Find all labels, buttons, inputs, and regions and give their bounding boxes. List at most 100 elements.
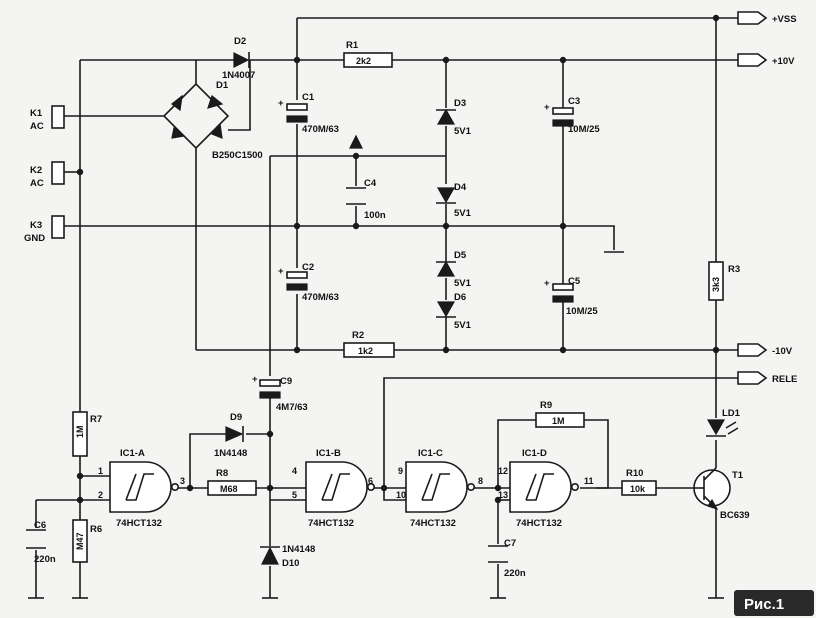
zener-d6: D6 5V1 <box>436 292 472 331</box>
resistor-r9: 1M R9 <box>535 400 585 428</box>
svg-text:R7: R7 <box>90 414 102 425</box>
svg-text:9: 9 <box>398 466 403 476</box>
svg-text:R2: R2 <box>352 330 364 341</box>
svg-text:R8: R8 <box>216 468 228 479</box>
resistor-r3: 3k3 R3 <box>708 261 740 301</box>
svg-text:5V1: 5V1 <box>454 320 472 331</box>
svg-text:IC1-B: IC1-B <box>316 448 341 459</box>
svg-text:220n: 220n <box>504 568 526 579</box>
svg-text:220n: 220n <box>34 554 56 565</box>
svg-text:1M: 1M <box>75 425 85 438</box>
svg-text:B250C1500: B250C1500 <box>212 150 263 161</box>
resistor-r1: 2k2 R1 <box>343 40 393 68</box>
diode-d9: D9 1N4148 <box>214 412 247 459</box>
svg-text:470M/63: 470M/63 <box>302 124 339 135</box>
svg-text:11: 11 <box>584 476 594 486</box>
svg-text:470M/63: 470M/63 <box>302 292 339 303</box>
terminal-k2: K2 AC <box>30 161 65 189</box>
capacitor-c3: + C3 10M/25 <box>544 96 600 135</box>
svg-text:13: 13 <box>498 490 508 500</box>
svg-text:+10V: +10V <box>772 56 795 67</box>
svg-text:K1: K1 <box>30 108 43 119</box>
svg-text:5V1: 5V1 <box>454 208 472 219</box>
svg-text:1N4148: 1N4148 <box>282 544 315 555</box>
svg-text:C9: C9 <box>280 376 292 387</box>
svg-text:C1: C1 <box>302 92 315 103</box>
svg-text:+: + <box>252 374 258 385</box>
svg-text:D4: D4 <box>454 182 467 193</box>
svg-text:GND: GND <box>24 233 45 244</box>
svg-text:1: 1 <box>98 466 103 476</box>
zener-d4: D4 5V1 <box>436 182 472 219</box>
gate-ic1-a: IC1-A 74HCT132 1 2 3 <box>98 448 185 529</box>
svg-text:10M/25: 10M/25 <box>568 124 600 135</box>
svg-text:6: 6 <box>368 476 373 486</box>
svg-text:IC1-C: IC1-C <box>418 448 443 459</box>
svg-text:74HCT132: 74HCT132 <box>116 518 162 529</box>
resistor-r10: 10k R10 <box>621 468 657 496</box>
capacitor-c7: C7 220n <box>488 538 526 579</box>
svg-text:5V1: 5V1 <box>454 278 472 289</box>
svg-text:D2: D2 <box>234 36 246 47</box>
svg-text:LD1: LD1 <box>722 408 741 419</box>
svg-text:3k3: 3k3 <box>711 277 721 292</box>
svg-text:D5: D5 <box>454 250 467 261</box>
svg-text:8: 8 <box>478 476 483 486</box>
svg-text:D6: D6 <box>454 292 466 303</box>
svg-text:1M: 1M <box>552 416 565 426</box>
svg-text:1k2: 1k2 <box>358 346 373 356</box>
svg-text:R3: R3 <box>728 264 740 275</box>
bridge-rectifier-d1: D1 B250C1500 <box>162 80 263 176</box>
svg-text:D9: D9 <box>230 412 242 423</box>
svg-text:R1: R1 <box>346 40 359 51</box>
svg-text:5V1: 5V1 <box>454 126 472 137</box>
resistor-r8: M68 R8 <box>207 468 257 496</box>
svg-text:C3: C3 <box>568 96 580 107</box>
svg-text:IC1-D: IC1-D <box>522 448 547 459</box>
svg-text:C5: C5 <box>568 276 581 287</box>
diode-d10: 1N4148 D10 <box>260 544 315 569</box>
svg-text:5: 5 <box>292 490 297 500</box>
svg-text:2k2: 2k2 <box>356 56 371 66</box>
terminal-k1: K1 AC <box>30 105 65 132</box>
transistor-t1: T1 BC639 <box>693 467 750 521</box>
svg-text:74HCT132: 74HCT132 <box>308 518 354 529</box>
capacitor-c4: C4 100n <box>346 178 386 221</box>
connector-minus-10v: -10V <box>737 343 793 357</box>
led-ld1: LD1 <box>706 408 741 437</box>
gate-ic1-d: IC1-D 74HCT132 12 13 11 <box>498 448 594 529</box>
svg-text:4M7/63: 4M7/63 <box>276 402 308 413</box>
svg-text:4: 4 <box>292 466 297 476</box>
connector-vss: +VSS <box>737 11 797 25</box>
connector-plus-10v: +10V <box>737 53 795 67</box>
capacitor-c1: + C1 470M/63 <box>278 92 339 135</box>
gate-ic1-c: IC1-C 74HCT132 9 10 8 <box>396 448 483 529</box>
connector-rele: RELE <box>737 371 797 385</box>
zener-d5: D5 5V1 <box>436 250 472 289</box>
svg-text:D3: D3 <box>454 98 466 109</box>
svg-text:12: 12 <box>498 466 508 476</box>
svg-text:+VSS: +VSS <box>772 14 797 25</box>
svg-text:D1: D1 <box>216 80 229 91</box>
svg-text:C7: C7 <box>504 538 516 549</box>
svg-text:AC: AC <box>30 178 44 189</box>
resistor-r7: 1M R7 <box>72 411 102 457</box>
svg-text:-10V: -10V <box>772 346 793 357</box>
svg-text:K2: K2 <box>30 165 42 176</box>
reference-triangle-icon <box>349 134 363 149</box>
svg-text:M68: M68 <box>220 484 238 494</box>
terminal-k3: K3 GND <box>24 215 65 244</box>
svg-text:74HCT132: 74HCT132 <box>410 518 456 529</box>
svg-text:+: + <box>278 98 284 109</box>
capacitor-c2: + C2 470M/63 <box>278 262 339 303</box>
svg-text:IC1-A: IC1-A <box>120 448 145 459</box>
svg-text:C6: C6 <box>34 520 46 531</box>
svg-text:T1: T1 <box>732 470 744 481</box>
svg-text:C2: C2 <box>302 262 314 273</box>
svg-text:BC639: BC639 <box>720 510 750 521</box>
capacitor-c9: + C9 4M7/63 <box>252 374 308 413</box>
svg-text:+: + <box>278 266 284 277</box>
svg-text:2: 2 <box>98 490 103 500</box>
svg-text:74HCT132: 74HCT132 <box>516 518 562 529</box>
svg-text:D10: D10 <box>282 558 299 569</box>
